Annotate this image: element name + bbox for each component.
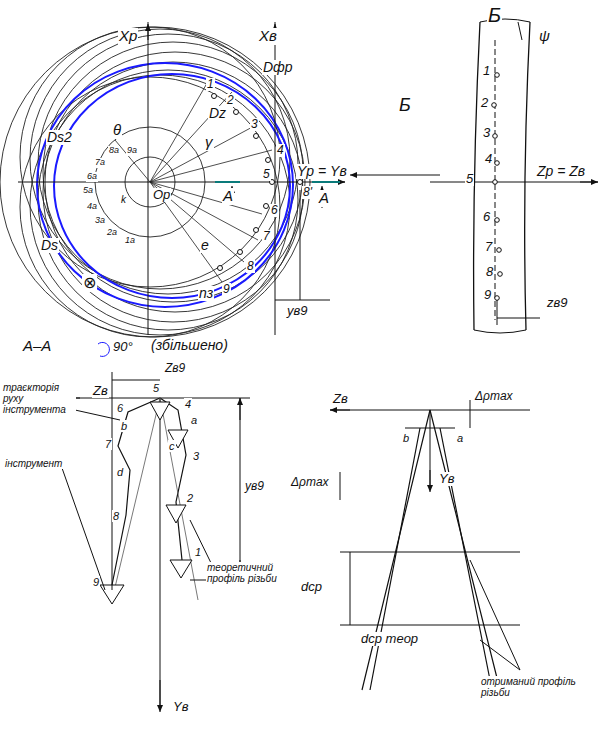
drawing-label: 9 <box>483 288 492 302</box>
drawing-label: γ <box>204 134 214 151</box>
drawing-label: 5 <box>465 172 474 186</box>
drawing-label: 5 <box>152 382 160 394</box>
drawing-label: 8 <box>246 260 255 273</box>
drawing-label: A <box>222 188 234 205</box>
drawing-label: Dz <box>208 106 227 121</box>
drawing-label: 6 <box>482 210 491 224</box>
drawing-label: Zв <box>332 392 349 406</box>
drawing-label: Xр <box>118 28 138 45</box>
drawing-label: Yв <box>438 472 455 486</box>
drawing-label: 9a <box>126 146 138 156</box>
drawing-label: 7a <box>94 158 106 168</box>
drawing-label: 8 <box>485 265 494 279</box>
drawing-label: zв9 <box>546 296 569 310</box>
drawing-label: 6 <box>270 204 279 217</box>
drawing-label: інструмент <box>4 458 63 469</box>
drawing-label: a <box>456 432 464 444</box>
drawing-label: 4 <box>484 152 493 166</box>
drawing-label: 2 <box>226 94 235 107</box>
drawing-label: Δρmax <box>474 390 514 403</box>
drawing-label: 1 <box>194 546 202 558</box>
drawing-label: 2 <box>480 96 489 110</box>
drawing-label: 7 <box>484 240 493 254</box>
drawing-label: теоретичний профіль різьби <box>206 562 308 584</box>
drawing-label: a <box>190 414 198 426</box>
drawing-label: траєкторія руху інструмента <box>2 382 76 415</box>
drawing-label: 3 <box>250 118 259 131</box>
drawing-label: 5a <box>82 186 94 196</box>
drawing-label: Yр = Yв <box>296 164 348 179</box>
drawing-label: Xв <box>258 28 278 45</box>
drawing-label: 4 <box>276 144 285 157</box>
drawing-label: d <box>116 466 124 478</box>
drawing-label: Ds2 <box>46 130 73 145</box>
drawing-label: Yв <box>172 700 189 714</box>
drawing-label: dср теор <box>360 632 419 646</box>
drawing-label: A–A <box>22 338 52 355</box>
drawing-label: θ <box>112 122 122 139</box>
drawing-label: 7 <box>262 230 271 243</box>
drawing-label: dср <box>300 580 323 594</box>
drawing-label: 3 <box>482 126 491 140</box>
drawing-label: yв9 <box>286 304 309 318</box>
drawing-label: 1 <box>482 64 491 78</box>
drawing-label: Б <box>487 4 502 26</box>
drawing-label: yв9 <box>244 480 265 493</box>
drawing-label: Б <box>398 96 412 116</box>
drawing-label: nз <box>198 286 214 301</box>
drawing-label: b <box>402 432 410 444</box>
drawing-label: 8' <box>302 186 313 199</box>
drawing-label: 9 <box>222 283 231 296</box>
drawing-label: 6a <box>86 172 98 182</box>
drawing-label: b <box>120 420 128 432</box>
drawing-label: ⊗ <box>82 274 97 292</box>
drawing-label: 9 <box>92 576 100 588</box>
drawing-label: 1a <box>124 236 136 246</box>
drawing-label: 6 <box>116 402 124 414</box>
drawing-label: отриманий профіль різьби <box>480 676 582 698</box>
drawing-label: A <box>318 190 330 207</box>
drawing-label: 4a <box>86 202 98 212</box>
drawing-label: (збільшено) <box>150 338 229 353</box>
drawing-label: Zв <box>92 384 109 398</box>
drawing-label: 90° <box>112 340 134 354</box>
drawing-label: 7 <box>104 438 112 450</box>
drawing-label: 3 <box>192 450 200 462</box>
drawing-label: 2 <box>186 492 194 504</box>
drawing-label: 8 <box>112 510 120 522</box>
drawing-label: Zв9 <box>164 362 186 375</box>
drawing-label: 2a <box>106 228 118 238</box>
drawing-label: Oр <box>152 188 171 202</box>
drawing-label: 3a <box>94 216 106 226</box>
drawing-label: 1 <box>206 78 215 91</box>
drawing-label: Δρmax <box>290 476 330 489</box>
drawing-label: ψ <box>538 28 551 45</box>
drawing-label: Ds <box>40 238 59 253</box>
drawing-label: 4 <box>184 398 192 410</box>
drawing-label: 5 <box>262 168 271 181</box>
drawing-label: e <box>200 238 210 253</box>
drawing-label: Zр = Zв <box>536 164 586 179</box>
drawing-label: 8a <box>108 146 120 156</box>
drawing-label: k <box>120 194 127 205</box>
drawing-label: Dфр <box>262 60 294 75</box>
drawing-label: c <box>168 440 176 452</box>
